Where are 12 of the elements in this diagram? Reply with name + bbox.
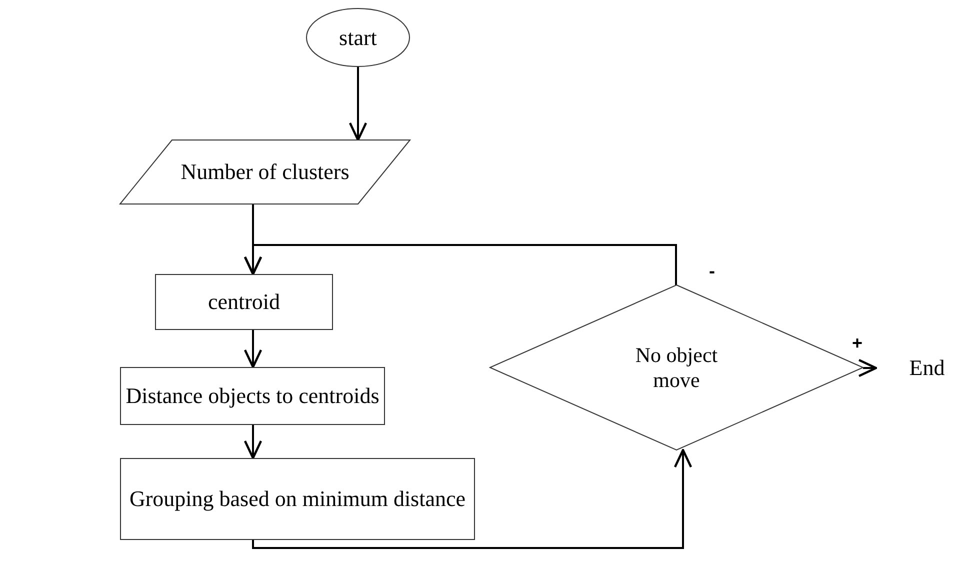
process-box: centroid	[155, 274, 333, 330]
arrow	[244, 425, 262, 460]
start-ellipse: start	[306, 8, 410, 67]
end-text: End	[878, 350, 976, 386]
arrow	[348, 67, 368, 142]
arrow	[858, 358, 878, 378]
arrow	[252, 448, 692, 549]
process-box: Distance objects to centroids	[120, 367, 385, 425]
arrow	[244, 244, 677, 285]
process-box: Grouping based on minimum distance	[120, 458, 475, 540]
arrow	[244, 330, 262, 368]
input-parallelogram: Number of clusters	[120, 140, 410, 204]
